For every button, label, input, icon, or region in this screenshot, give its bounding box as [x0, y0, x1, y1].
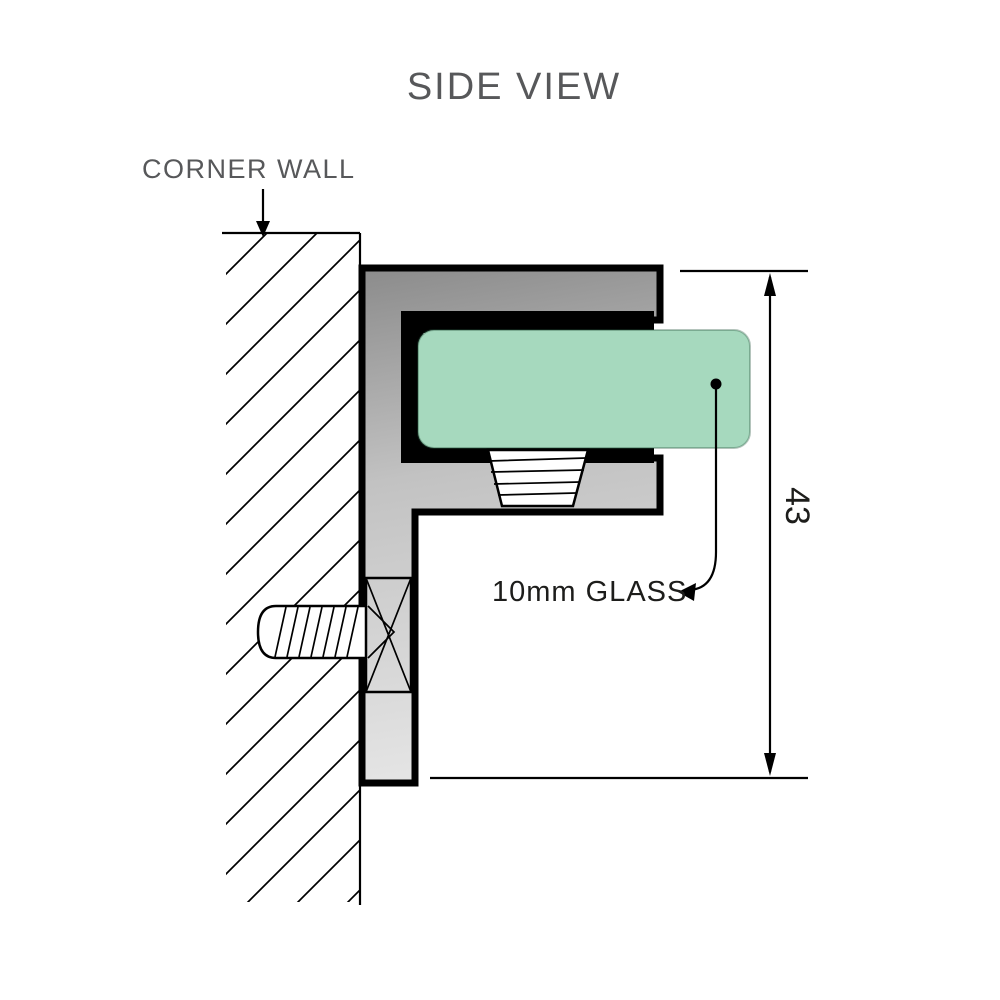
screw-head-countersink-lines [365, 577, 412, 693]
glass-label: 10mm GLASS [492, 576, 687, 608]
glass-callout: 10mm GLASS [492, 378, 722, 608]
screw-shaft [256, 604, 370, 660]
screw-tip-cone [367, 605, 396, 659]
page-title: SIDE VIEW [407, 66, 621, 108]
dimension-arrow-up-icon [764, 273, 776, 296]
height-dimension: 43 [430, 269, 816, 780]
dimension-arrow-down-icon [764, 753, 776, 776]
corner-wall-arrowhead-icon [256, 221, 270, 237]
grub-screw-body [486, 448, 590, 508]
wall-hatching [226, 234, 360, 902]
grub-screw [486, 448, 590, 508]
fixing-screw [256, 576, 413, 694]
grub-screw-threads [488, 457, 587, 496]
corner-wall-label: CORNER WALL [142, 154, 356, 184]
corner-wall [222, 231, 362, 905]
glass-leader-arrowhead-icon [678, 583, 696, 601]
screw-threads [274, 606, 359, 658]
glass-panel [417, 329, 751, 449]
corner-wall-callout: CORNER WALL [142, 154, 356, 237]
dimension-value: 43 [778, 487, 816, 525]
